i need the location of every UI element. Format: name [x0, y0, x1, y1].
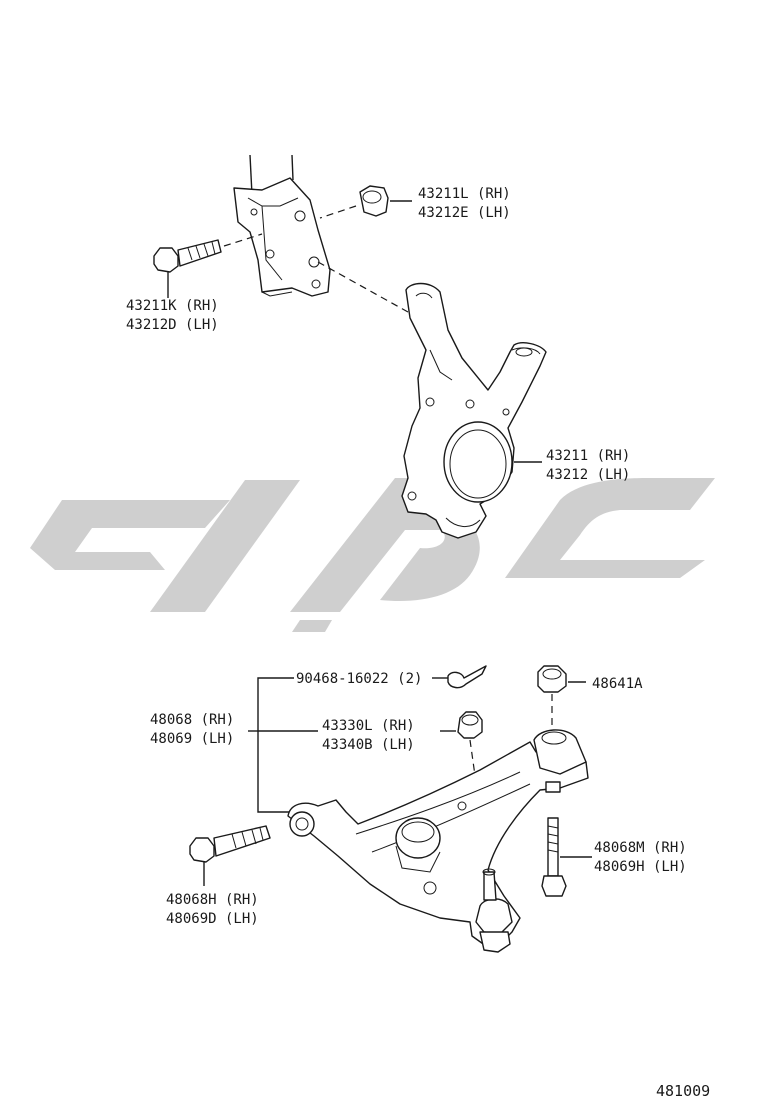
bolt-upper-icon [153, 239, 222, 273]
label-48068h: 48068H (RH) [166, 892, 259, 908]
label-43330l: 43330L (RH) [322, 718, 415, 734]
label-43211: 43211 (RH) [546, 448, 630, 464]
nut-48641a-icon [537, 665, 567, 693]
label-43340b: 43340B (LH) [322, 737, 415, 753]
label-48069d: 48069D (LH) [166, 911, 259, 927]
label-43211l: 43211L (RH) [418, 186, 511, 202]
label-48641a: 48641A [592, 676, 643, 692]
label-48068m: 48068M (RH) [594, 840, 687, 856]
cotter-pin-icon [447, 665, 487, 689]
label-48069: 48069 (LH) [150, 731, 234, 747]
bolt-front-icon [189, 825, 271, 863]
diagram-code: 481009 [656, 1082, 710, 1100]
label-48068: 48068 (RH) [150, 712, 234, 728]
nut-ball-joint-icon [457, 711, 483, 739]
label-43211k: 43211K (RH) [126, 298, 219, 314]
label-43212d: 43212D (LH) [126, 317, 219, 333]
bolt-rear-icon [541, 817, 567, 897]
label-90468: 90468-16022 (2) [296, 671, 422, 687]
watermark-logo [30, 478, 715, 632]
label-43212: 43212 (LH) [546, 467, 630, 483]
label-43212e: 43212E (LH) [418, 205, 511, 221]
nut-upper-icon [359, 185, 389, 217]
strut-icon [233, 154, 331, 297]
steering-knuckle-icon [401, 282, 547, 539]
label-48069h: 48069H (LH) [594, 859, 687, 875]
lower-control-arm-icon [287, 729, 589, 953]
